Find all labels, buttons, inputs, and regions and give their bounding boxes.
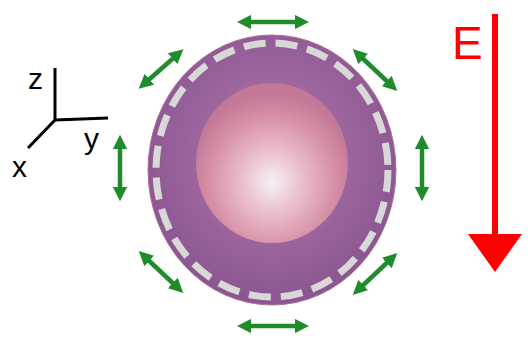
sphere: [148, 35, 396, 305]
axis-label: y: [84, 124, 99, 154]
field-label: E: [452, 20, 483, 66]
oscillation-arrows: [120, 22, 422, 326]
axis-label: z: [28, 64, 43, 94]
axis-label: x: [12, 152, 27, 182]
